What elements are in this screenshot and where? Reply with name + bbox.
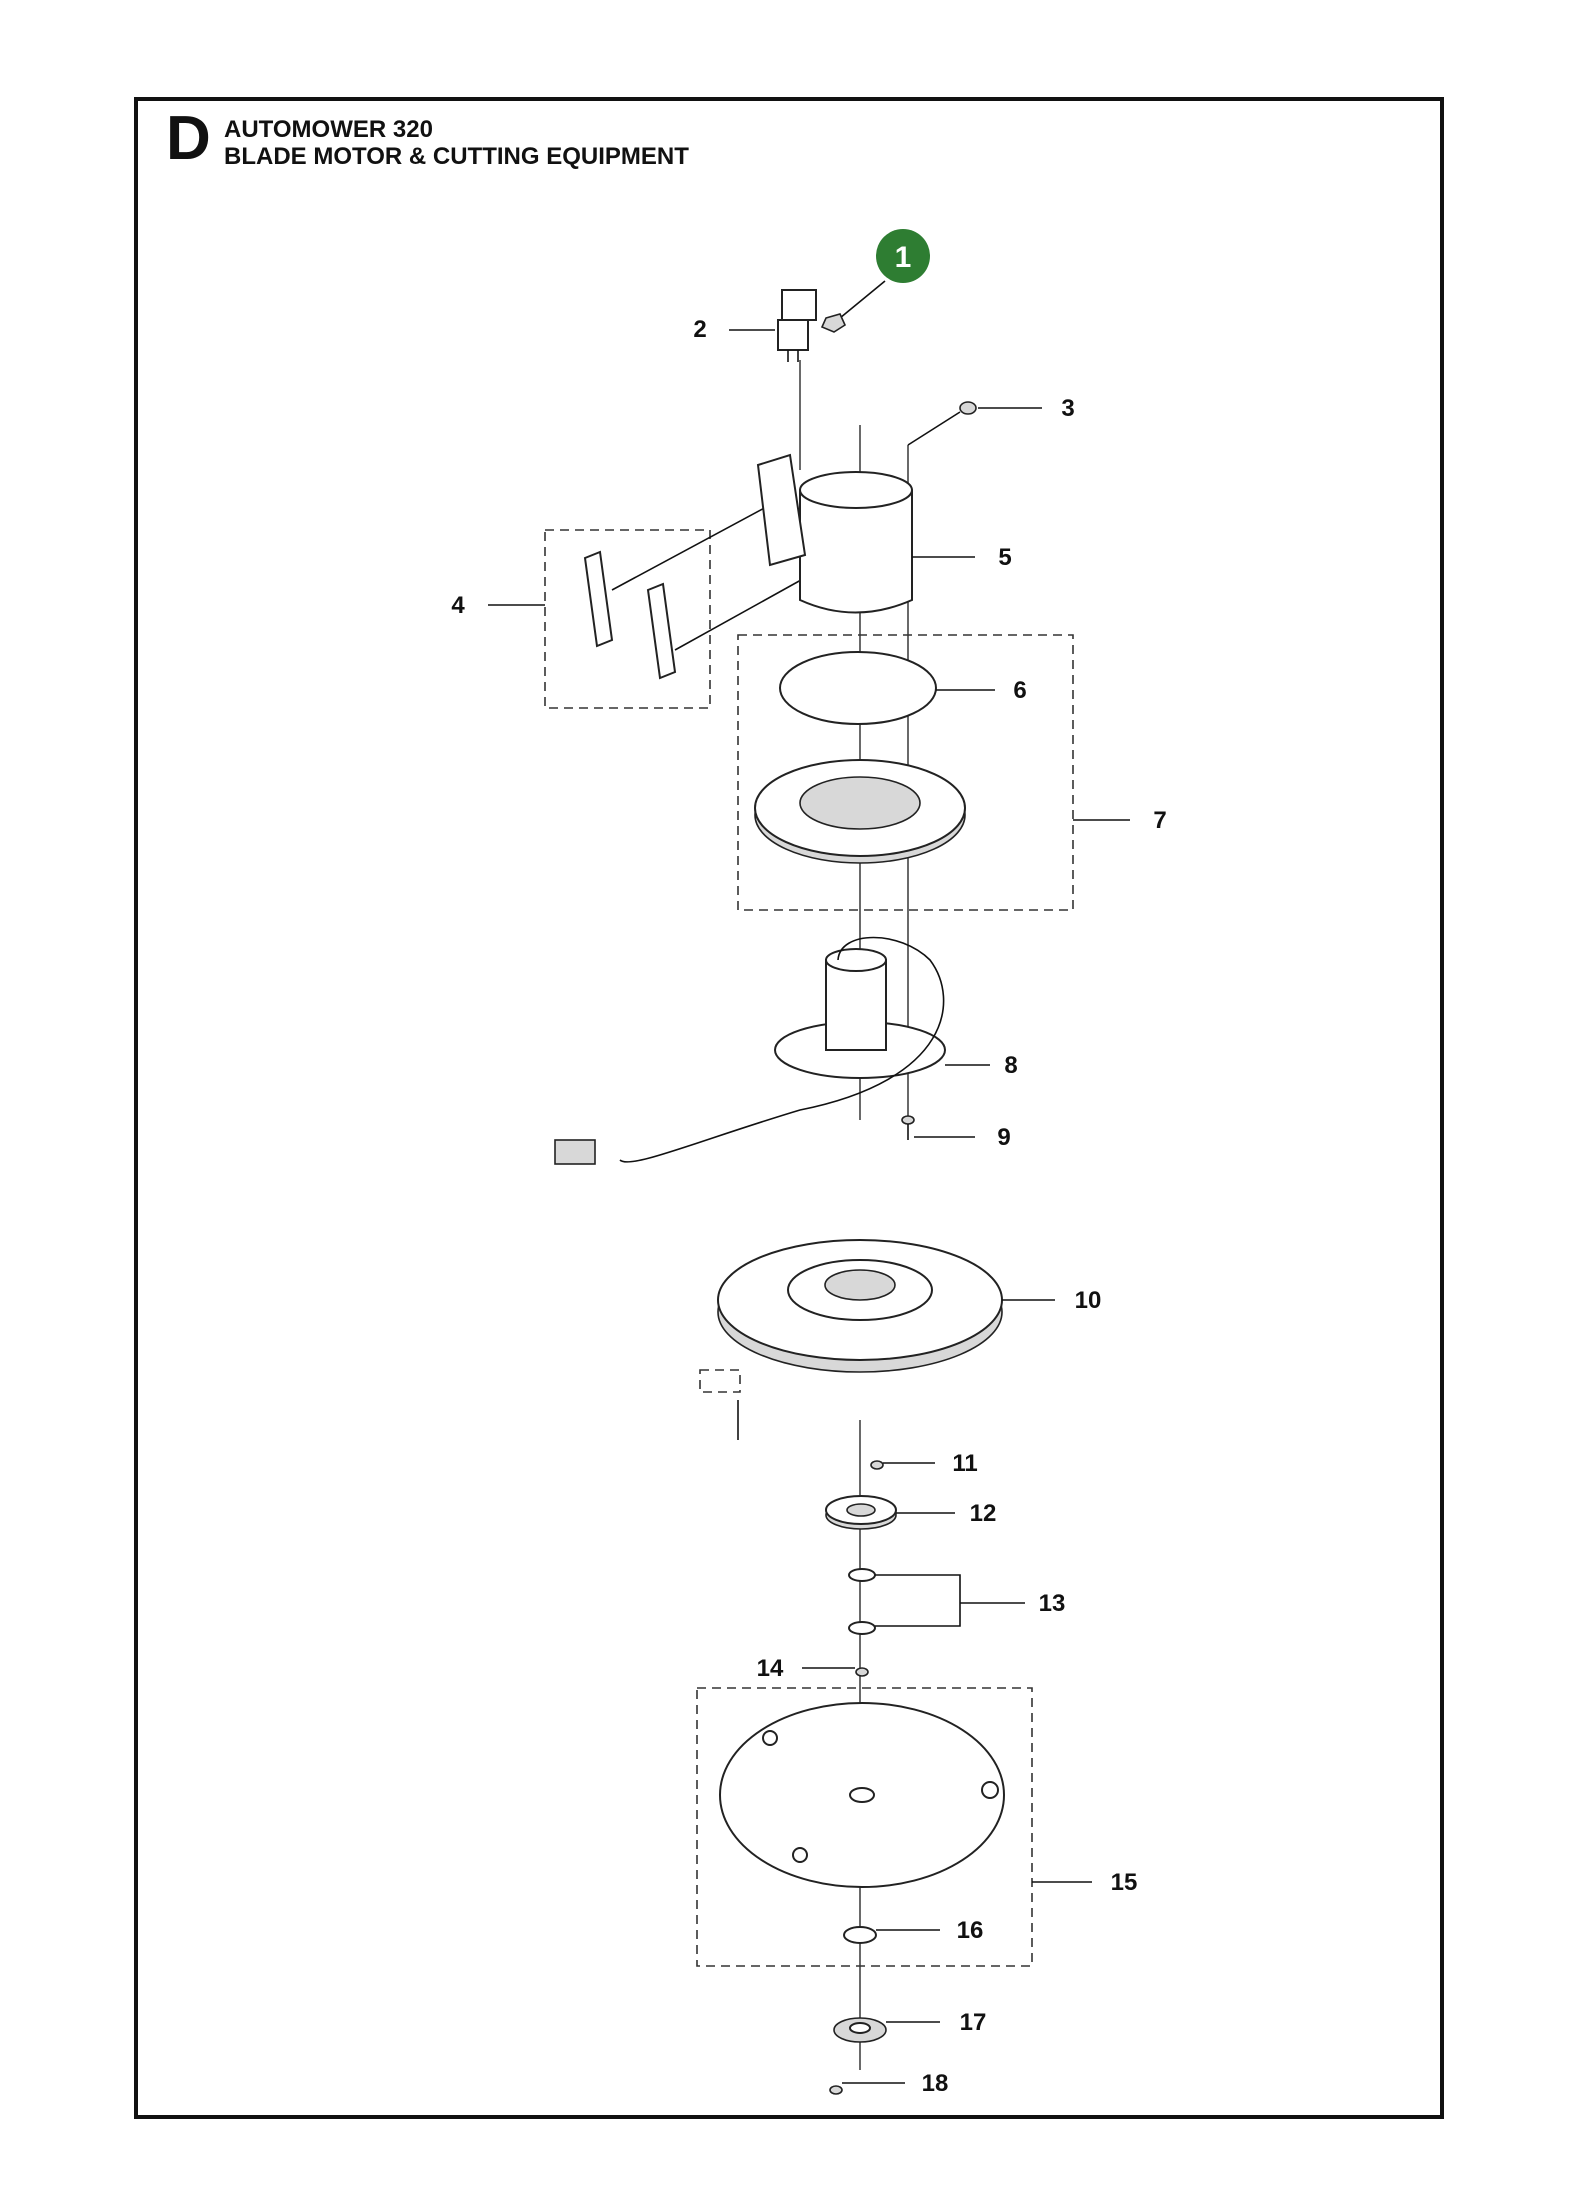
part-16-washer	[843, 1926, 877, 1944]
part-18-screw	[829, 2085, 843, 2095]
part-12-bearing	[825, 1495, 897, 1530]
callout-3: 3	[1061, 395, 1074, 422]
badge-number: 1	[895, 241, 912, 274]
part-14-screw	[855, 1667, 869, 1677]
part-13-washers	[848, 1568, 876, 1635]
part-15-disc	[719, 1702, 1005, 1888]
group-box-15	[696, 1687, 1033, 1967]
callout-8: 8	[1004, 1052, 1017, 1079]
callout-7: 7	[1153, 807, 1166, 834]
badge-circle	[876, 229, 930, 283]
part-2-connector	[777, 289, 817, 362]
callout-6: 6	[1013, 677, 1026, 704]
part-10-plate	[717, 1239, 1003, 1373]
title-section: BLADE MOTOR & CUTTING EQUIPMENT	[224, 143, 689, 170]
group-box-4	[544, 529, 711, 709]
callout-13: 13	[1039, 1590, 1066, 1617]
part-8-motor	[554, 936, 946, 1165]
group-box-7	[737, 634, 1074, 911]
part-3-screw	[907, 401, 977, 446]
callout-15: 15	[1111, 1869, 1138, 1896]
title-model: AUTOMOWER 320	[224, 116, 433, 143]
callout-9: 9	[997, 1124, 1010, 1151]
part-11-screw	[870, 1460, 884, 1470]
leader-1	[839, 280, 886, 319]
callout-11: 11	[952, 1450, 977, 1477]
callout-10: 10	[1075, 1287, 1102, 1314]
callout-17: 17	[960, 2009, 987, 2036]
clip-leader-a	[611, 504, 771, 591]
callout-18: 18	[922, 2070, 949, 2097]
callout-12: 12	[970, 1500, 997, 1527]
motor-connector	[554, 1139, 596, 1165]
callout-16: 16	[957, 1917, 984, 1944]
plate-label	[699, 1369, 741, 1393]
part-9-screw	[901, 1115, 915, 1140]
part-6-disc	[779, 651, 937, 725]
part-5-housing	[756, 453, 913, 614]
page-frame	[134, 97, 1444, 2119]
callout-leaders	[488, 329, 1130, 2084]
part-4-clips	[583, 550, 677, 680]
clip-leader-b	[674, 574, 811, 651]
part-17-hub	[833, 2017, 887, 2043]
page-title: AUTOMOWER 320 BLADE MOTOR & CUTTING EQUI…	[224, 116, 689, 170]
callout-14: 14	[757, 1655, 784, 1682]
nut-part-1	[820, 313, 847, 333]
callout-5: 5	[998, 544, 1011, 571]
part-1-badge[interactable]: 1	[876, 229, 930, 283]
section-letter: D	[166, 104, 211, 173]
callout-4: 4	[451, 592, 465, 619]
part-7-ring	[754, 759, 966, 864]
callout-2: 2	[693, 316, 706, 343]
